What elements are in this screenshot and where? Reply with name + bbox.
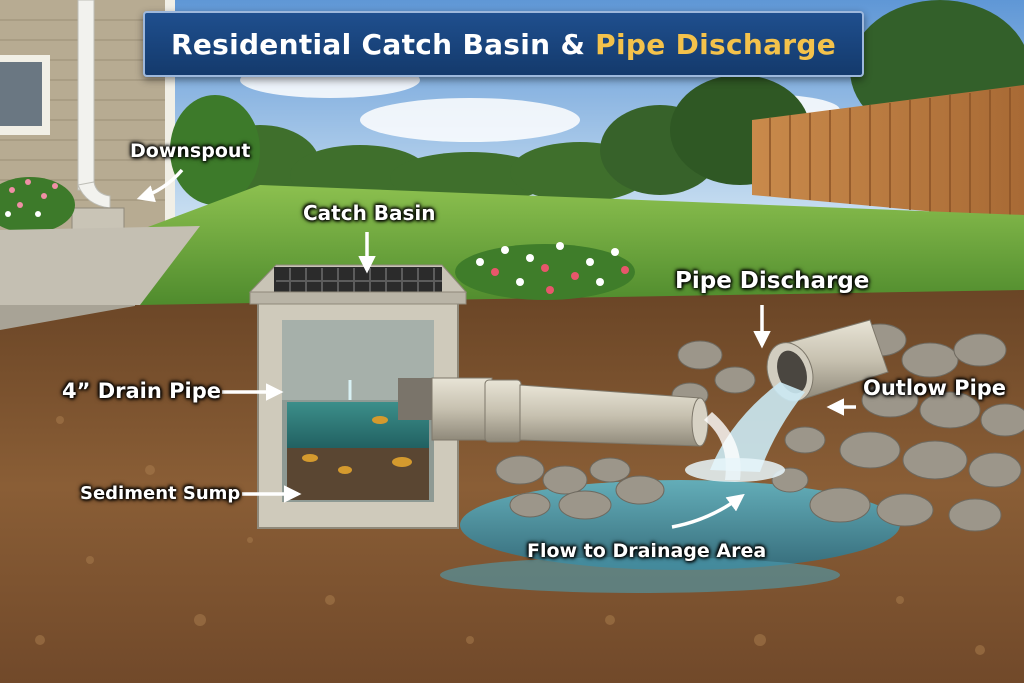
leaves [302,416,412,474]
label-flow: Flow to Drainage Area [527,540,767,562]
drain-pipe-section [398,377,709,447]
arrow-flow [671,493,745,529]
arrow-downspout [136,168,184,203]
pool-runoff [440,557,840,593]
soil-speckles [35,416,985,655]
water-discharge [685,382,805,482]
shrubs [0,95,260,233]
downspout-pipe [71,0,125,231]
label-sediment-sump: Sediment Sump [80,483,241,504]
label-catch-basin: Catch Basin [303,201,436,225]
title-text-highlight: Pipe Discharge [595,27,837,61]
gravel-rocks [495,323,1024,532]
label-drain-pipe: 4” Drain Pipe [62,379,222,403]
outlet-pipe [766,319,889,402]
title-text-main: Residential Catch Basin & [170,27,586,61]
wood-fence [752,85,1024,220]
label-outlow-pipe: Outlow Pipe [863,376,1007,400]
label-downspout: Downspout [130,140,251,162]
flower-bed [455,242,635,300]
label-pipe-discharge: Pipe Discharge [675,268,870,294]
flowers-left [5,179,58,217]
title-banner: Residential Catch Basin & Pipe Discharge [143,11,864,77]
sidewalk [0,226,200,305]
callout-arrows [136,168,856,529]
